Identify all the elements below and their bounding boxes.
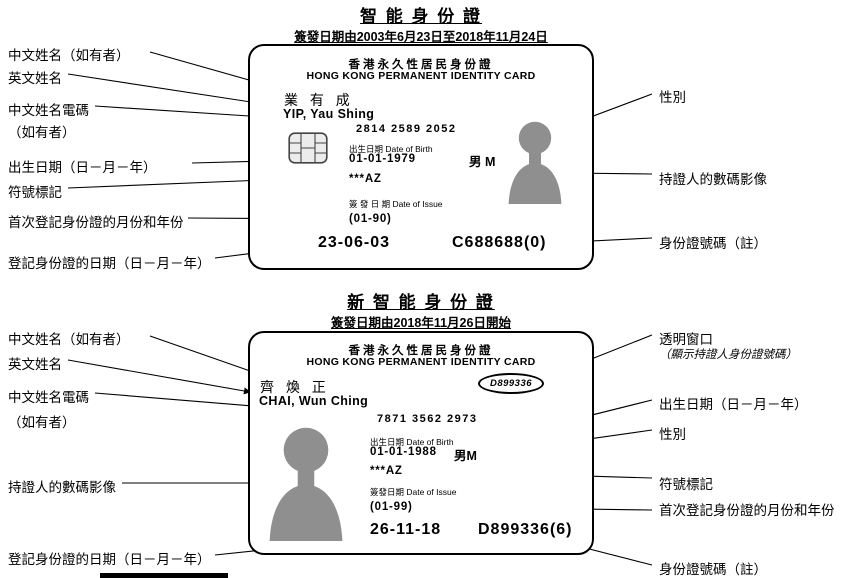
callout-chinese-name: 中文姓名（如有者） <box>8 332 130 347</box>
cropped-bottom-element <box>100 573 228 578</box>
id-number: D899336(6) <box>478 521 573 538</box>
callout-telecode-note: （如有者） <box>8 125 76 140</box>
callout-symbols: 符號標記 <box>8 185 62 200</box>
callout-id-number: 身份證號碼（註） <box>659 236 767 251</box>
new-id-card: 香港永久性居民身份證 HONG KONG PERMANENT IDENTITY … <box>248 331 594 555</box>
portrait-silhouette-icon <box>269 427 343 541</box>
issue-field-label: 簽 發 日 期 Date of Issue <box>349 199 443 209</box>
new-section-subtitle: 簽發日期由2018年11月26日開始 <box>331 316 511 330</box>
callout-symbols: 符號標記 <box>659 477 713 492</box>
callout-id-number: 身份證號碼（註） <box>659 562 767 577</box>
callout-english-name: 英文姓名 <box>8 71 62 86</box>
window-id-number: D899336 <box>489 378 533 389</box>
card-title-en: HONG KONG PERMANENT IDENTITY CARD <box>306 356 536 368</box>
issue-month-value: (01-90) <box>349 213 392 225</box>
symbol-field-value: ***AZ <box>349 173 382 185</box>
card-name-zh: 齊 煥 正 <box>260 379 330 395</box>
sex-field-value: 男 M <box>469 155 496 169</box>
callout-sex: 性別 <box>659 427 686 442</box>
callout-telecode-note: （如有者） <box>8 415 76 430</box>
callout-registration-date: 登記身份證的日期（日－月－年） <box>8 552 211 567</box>
chip-icon <box>288 132 328 164</box>
callout-digital-image: 持證人的數碼影像 <box>8 480 116 495</box>
callout-telecode: 中文姓名電碼 <box>8 390 89 405</box>
card-telecode: 2814 2589 2052 <box>356 123 457 135</box>
callout-digital-image: 持證人的數碼影像 <box>659 172 767 187</box>
callout-registration-date: 登記身份證的日期（日－月－年） <box>8 256 211 271</box>
card-name-en: CHAI, Wun Ching <box>259 394 369 408</box>
dob-field-value: 01-01-1988 <box>370 446 437 458</box>
old-section-title: 智 能 身 份 證 <box>360 7 482 26</box>
callout-transparent-window: 透明窗口 <box>659 332 713 347</box>
portrait-silhouette-icon <box>508 121 562 204</box>
issue-field-label: 簽發日期 Date of Issue <box>370 487 457 497</box>
symbol-field-value: ***AZ <box>370 465 403 477</box>
callout-date-of-birth: 出生日期（日－月－年） <box>8 160 157 175</box>
registration-date: 26-11-18 <box>370 521 442 538</box>
card-name-en: YIP, Yau Shing <box>283 107 375 121</box>
callout-first-issue-month: 首次登記身份證的月份和年份 <box>659 503 835 518</box>
registration-date: 23-06-03 <box>318 234 391 251</box>
old-id-card: 香港永久性居民身份證 HONG KONG PERMANENT IDENTITY … <box>248 44 594 270</box>
callout-transparent-window-note: （顯示持證人身份證號碼） <box>659 349 797 361</box>
callout-telecode: 中文姓名電碼 <box>8 103 89 118</box>
id-number: C688688(0) <box>452 234 547 251</box>
dob-field-value: 01-01-1979 <box>349 153 416 165</box>
callout-sex: 性別 <box>659 90 686 105</box>
callout-date-of-birth: 出生日期（日－月－年） <box>659 397 808 412</box>
card-title-zh: 香港永久性居民身份證 <box>348 345 494 357</box>
card-title-en: HONG KONG PERMANENT IDENTITY CARD <box>306 70 536 82</box>
issue-month-value: (01-99) <box>370 501 413 513</box>
card-title-zh: 香港永久性居民身份證 <box>348 59 494 71</box>
new-section-title: 新 智 能 身 份 證 <box>347 293 495 312</box>
callout-first-issue-month: 首次登記身份證的月份和年份 <box>8 215 184 230</box>
callout-chinese-name: 中文姓名（如有者） <box>8 48 130 63</box>
card-name-zh: 業 有 成 <box>284 92 354 108</box>
callout-english-name: 英文姓名 <box>8 357 62 372</box>
card-telecode: 7871 3562 2973 <box>377 413 478 425</box>
sex-field-value: 男M <box>454 449 477 463</box>
dob-field-label: 出生日期 Date of Birth <box>349 144 433 154</box>
dob-field-label: 出生日期 Date of Birth <box>370 437 454 447</box>
transparent-window: D899336 <box>478 373 544 394</box>
old-section-subtitle: 簽發日期由2003年6月23日至2018年11月24日 <box>294 30 548 44</box>
